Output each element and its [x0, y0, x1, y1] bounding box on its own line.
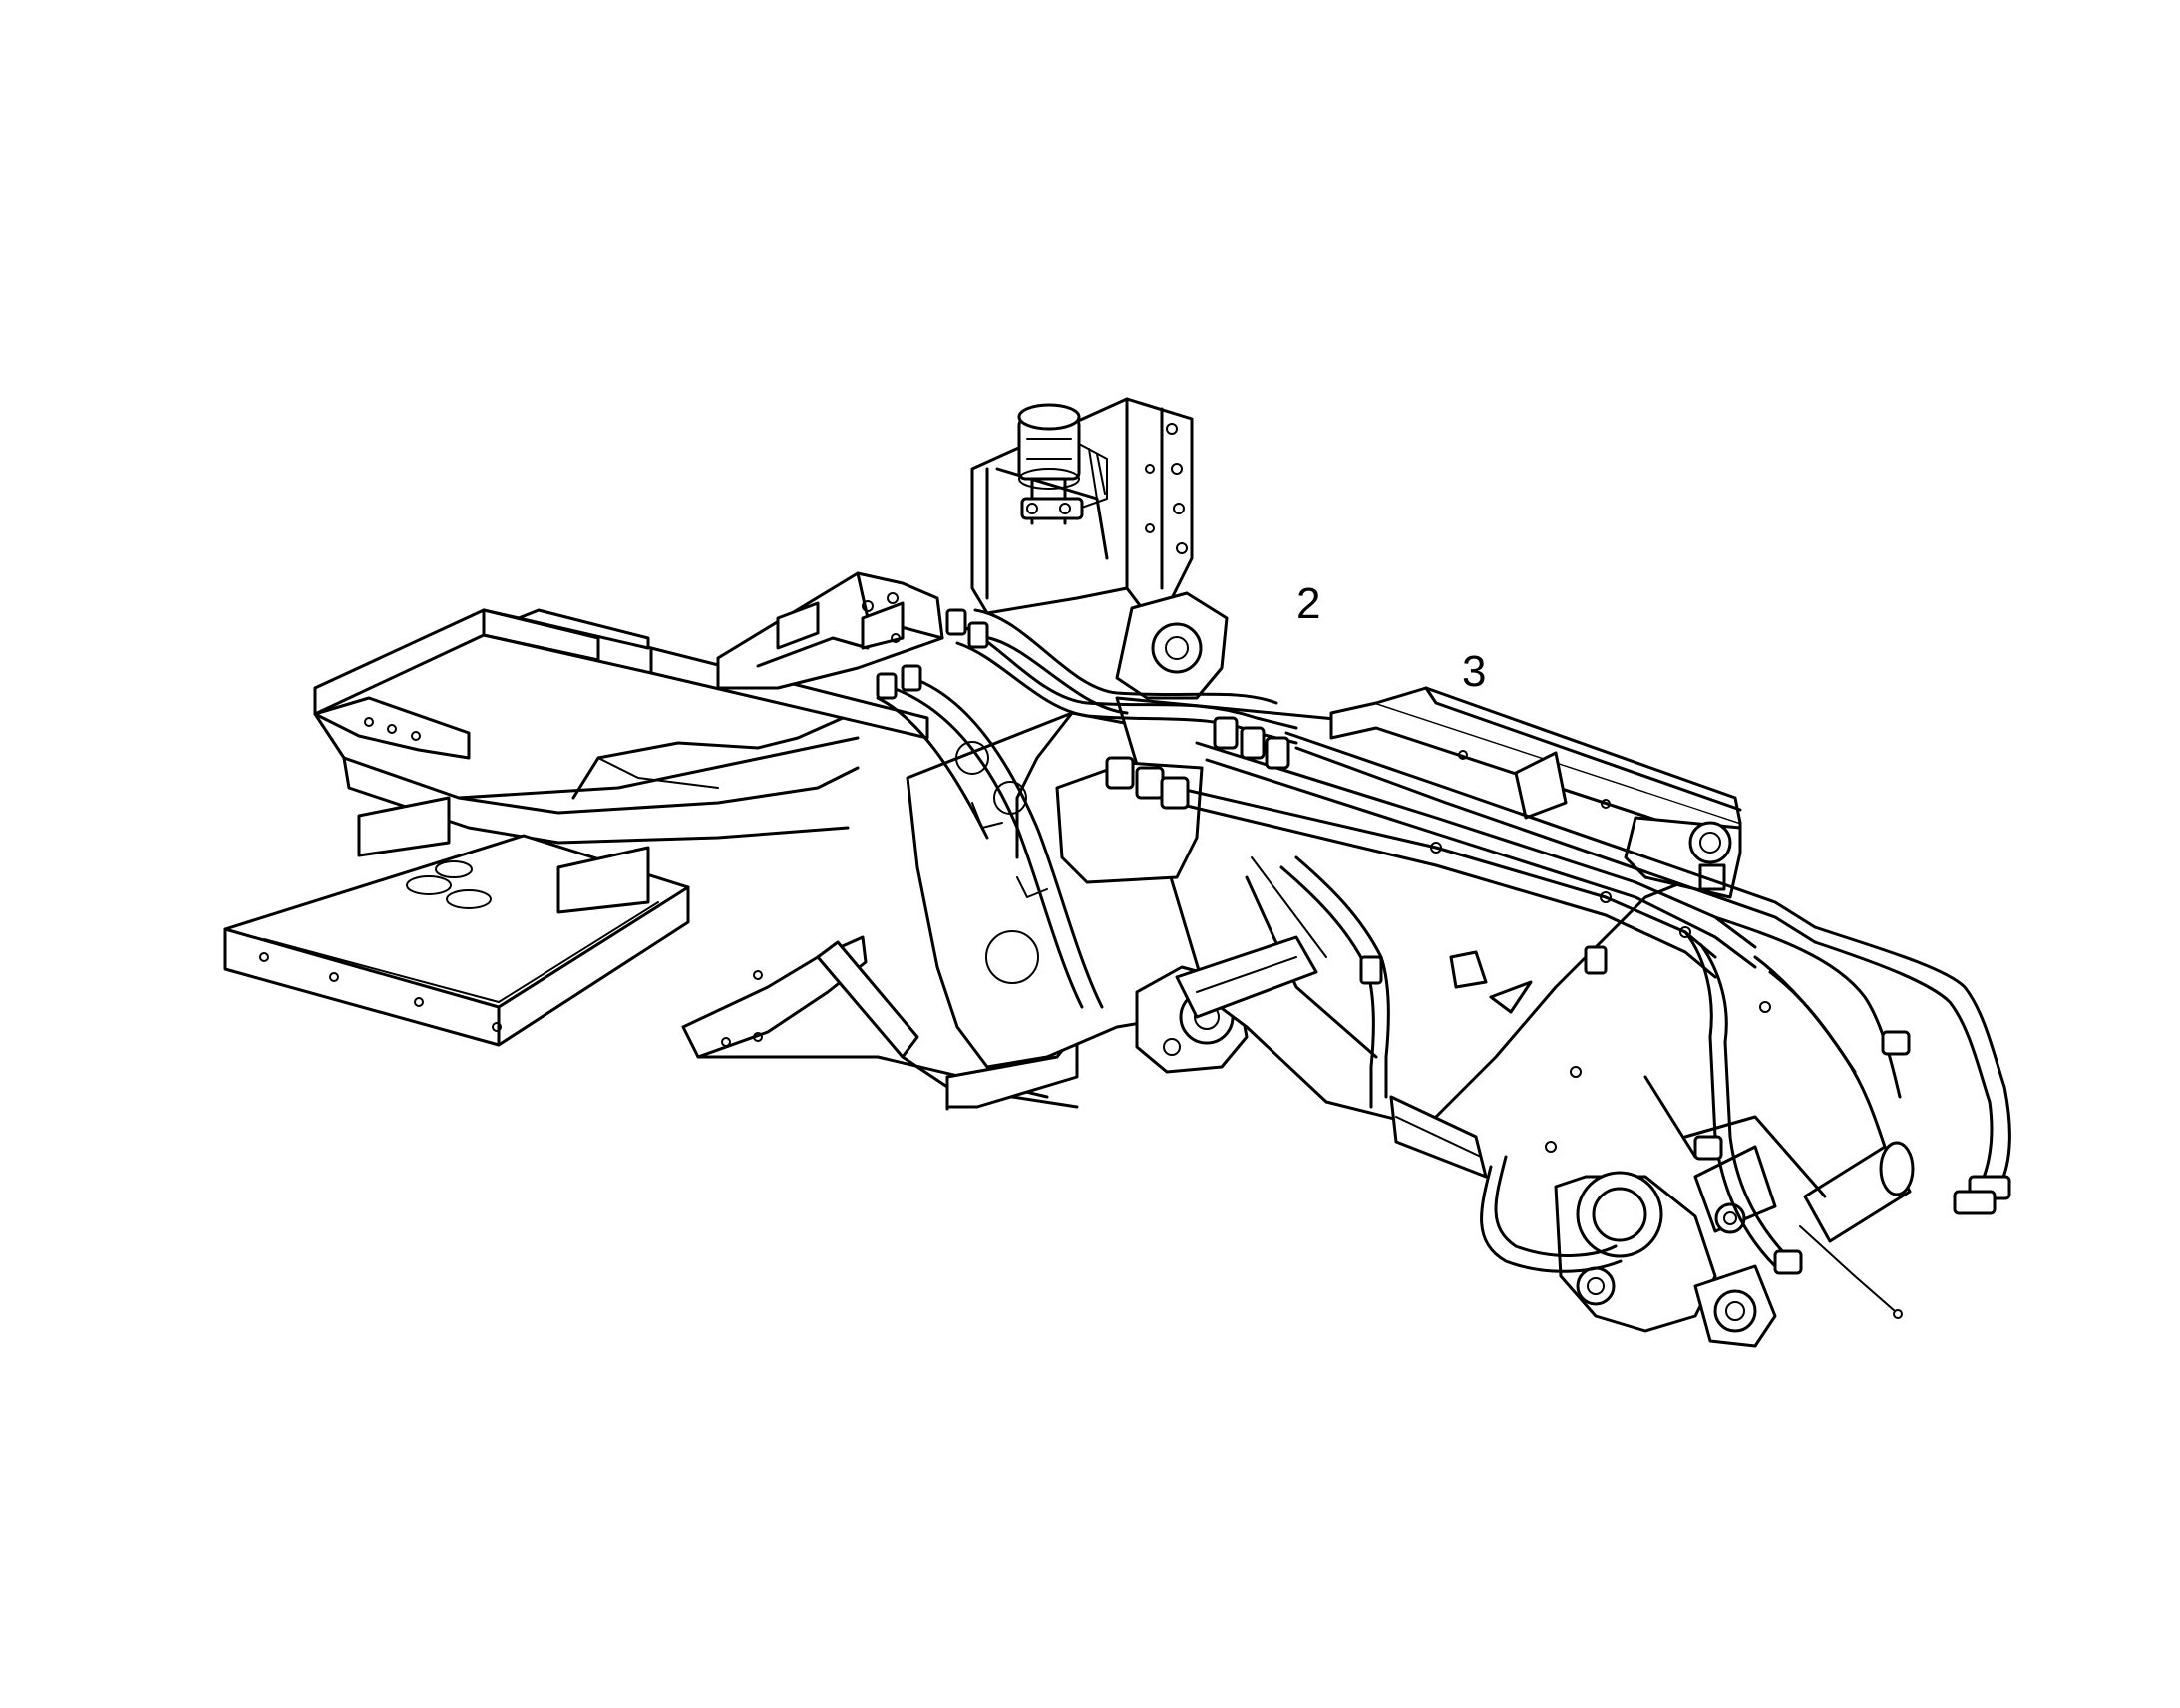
callout-2: 2 — [1296, 579, 1320, 628]
callout-3: 3 — [1462, 647, 1486, 696]
bucket-pivot — [1554, 1075, 1915, 1348]
hydraulic-hoses — [876, 608, 2011, 1275]
upper-frame — [716, 571, 944, 690]
tower-with-motor — [970, 397, 1194, 615]
callouts: 2 3 — [1296, 579, 1486, 696]
rear-chassis — [1329, 686, 1742, 899]
